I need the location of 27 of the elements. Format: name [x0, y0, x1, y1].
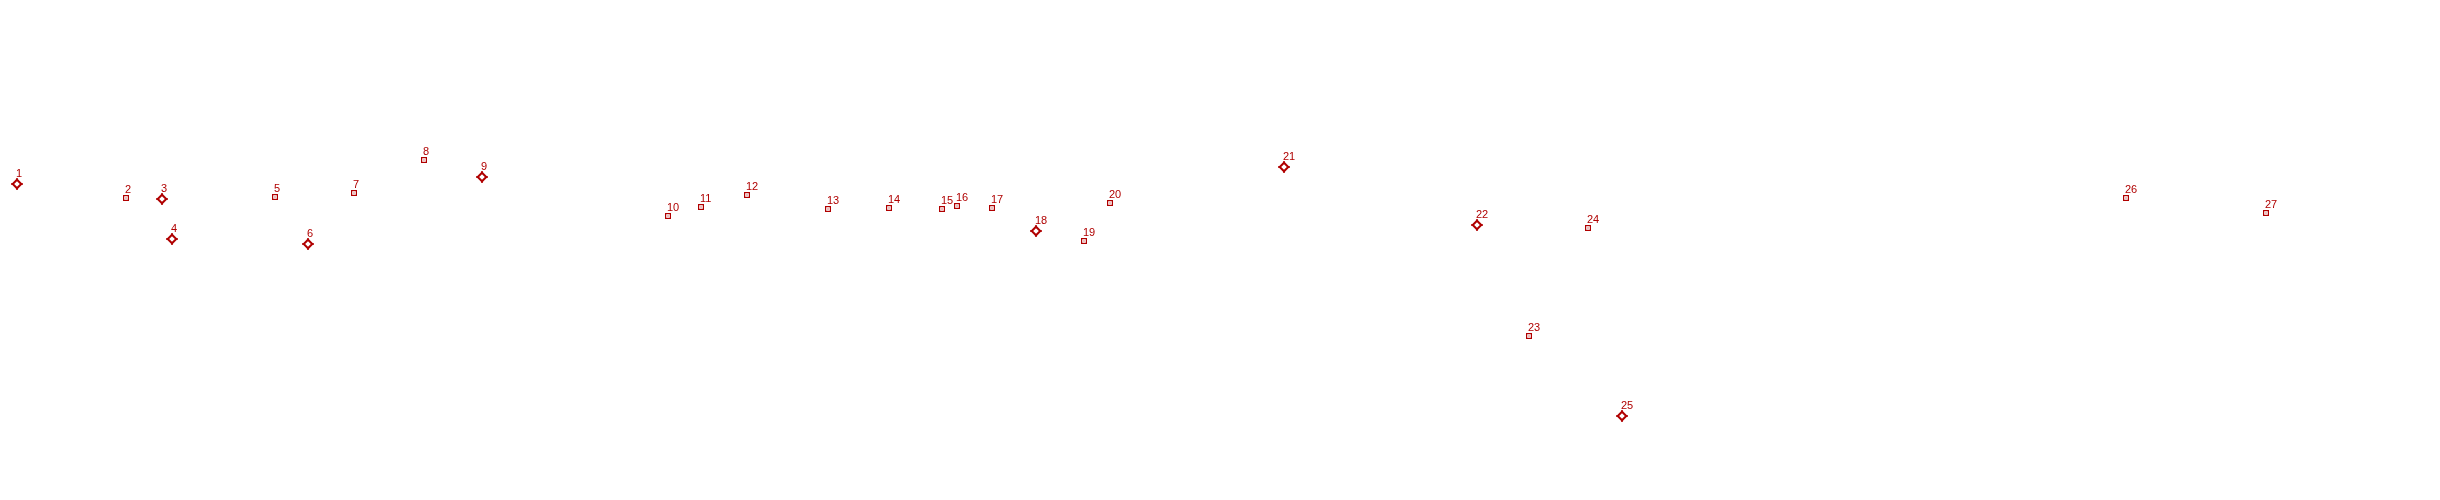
point-number: 6 [307, 228, 314, 239]
point-number: 1 [16, 168, 23, 179]
point-number: 18 [1035, 215, 1048, 226]
point-number: 13 [827, 195, 840, 206]
point-number: 8 [423, 146, 430, 157]
point-number: 26 [2125, 184, 2138, 195]
point-number: 3 [161, 183, 168, 194]
point-number: 12 [746, 181, 759, 192]
point-number: 14 [888, 194, 901, 205]
point-number: 2 [125, 184, 132, 195]
point-number: 22 [1476, 209, 1489, 220]
point-number: 16 [956, 192, 969, 203]
point-number: 15 [941, 195, 954, 206]
point-number: 27 [2265, 199, 2278, 210]
point-number: 21 [1283, 151, 1296, 162]
point-number: 17 [991, 194, 1004, 205]
point-number: 25 [1621, 400, 1634, 411]
point-number: 20 [1109, 189, 1122, 200]
point-number: 23 [1528, 322, 1541, 333]
point-number: 5 [274, 183, 281, 194]
point-number: 9 [481, 161, 488, 172]
point-number: 19 [1083, 227, 1096, 238]
point-number: 24 [1587, 214, 1600, 225]
point-number: 10 [667, 202, 680, 213]
point-number: 7 [353, 179, 360, 190]
point-number: 4 [171, 223, 178, 234]
point-number: 11 [700, 193, 712, 204]
